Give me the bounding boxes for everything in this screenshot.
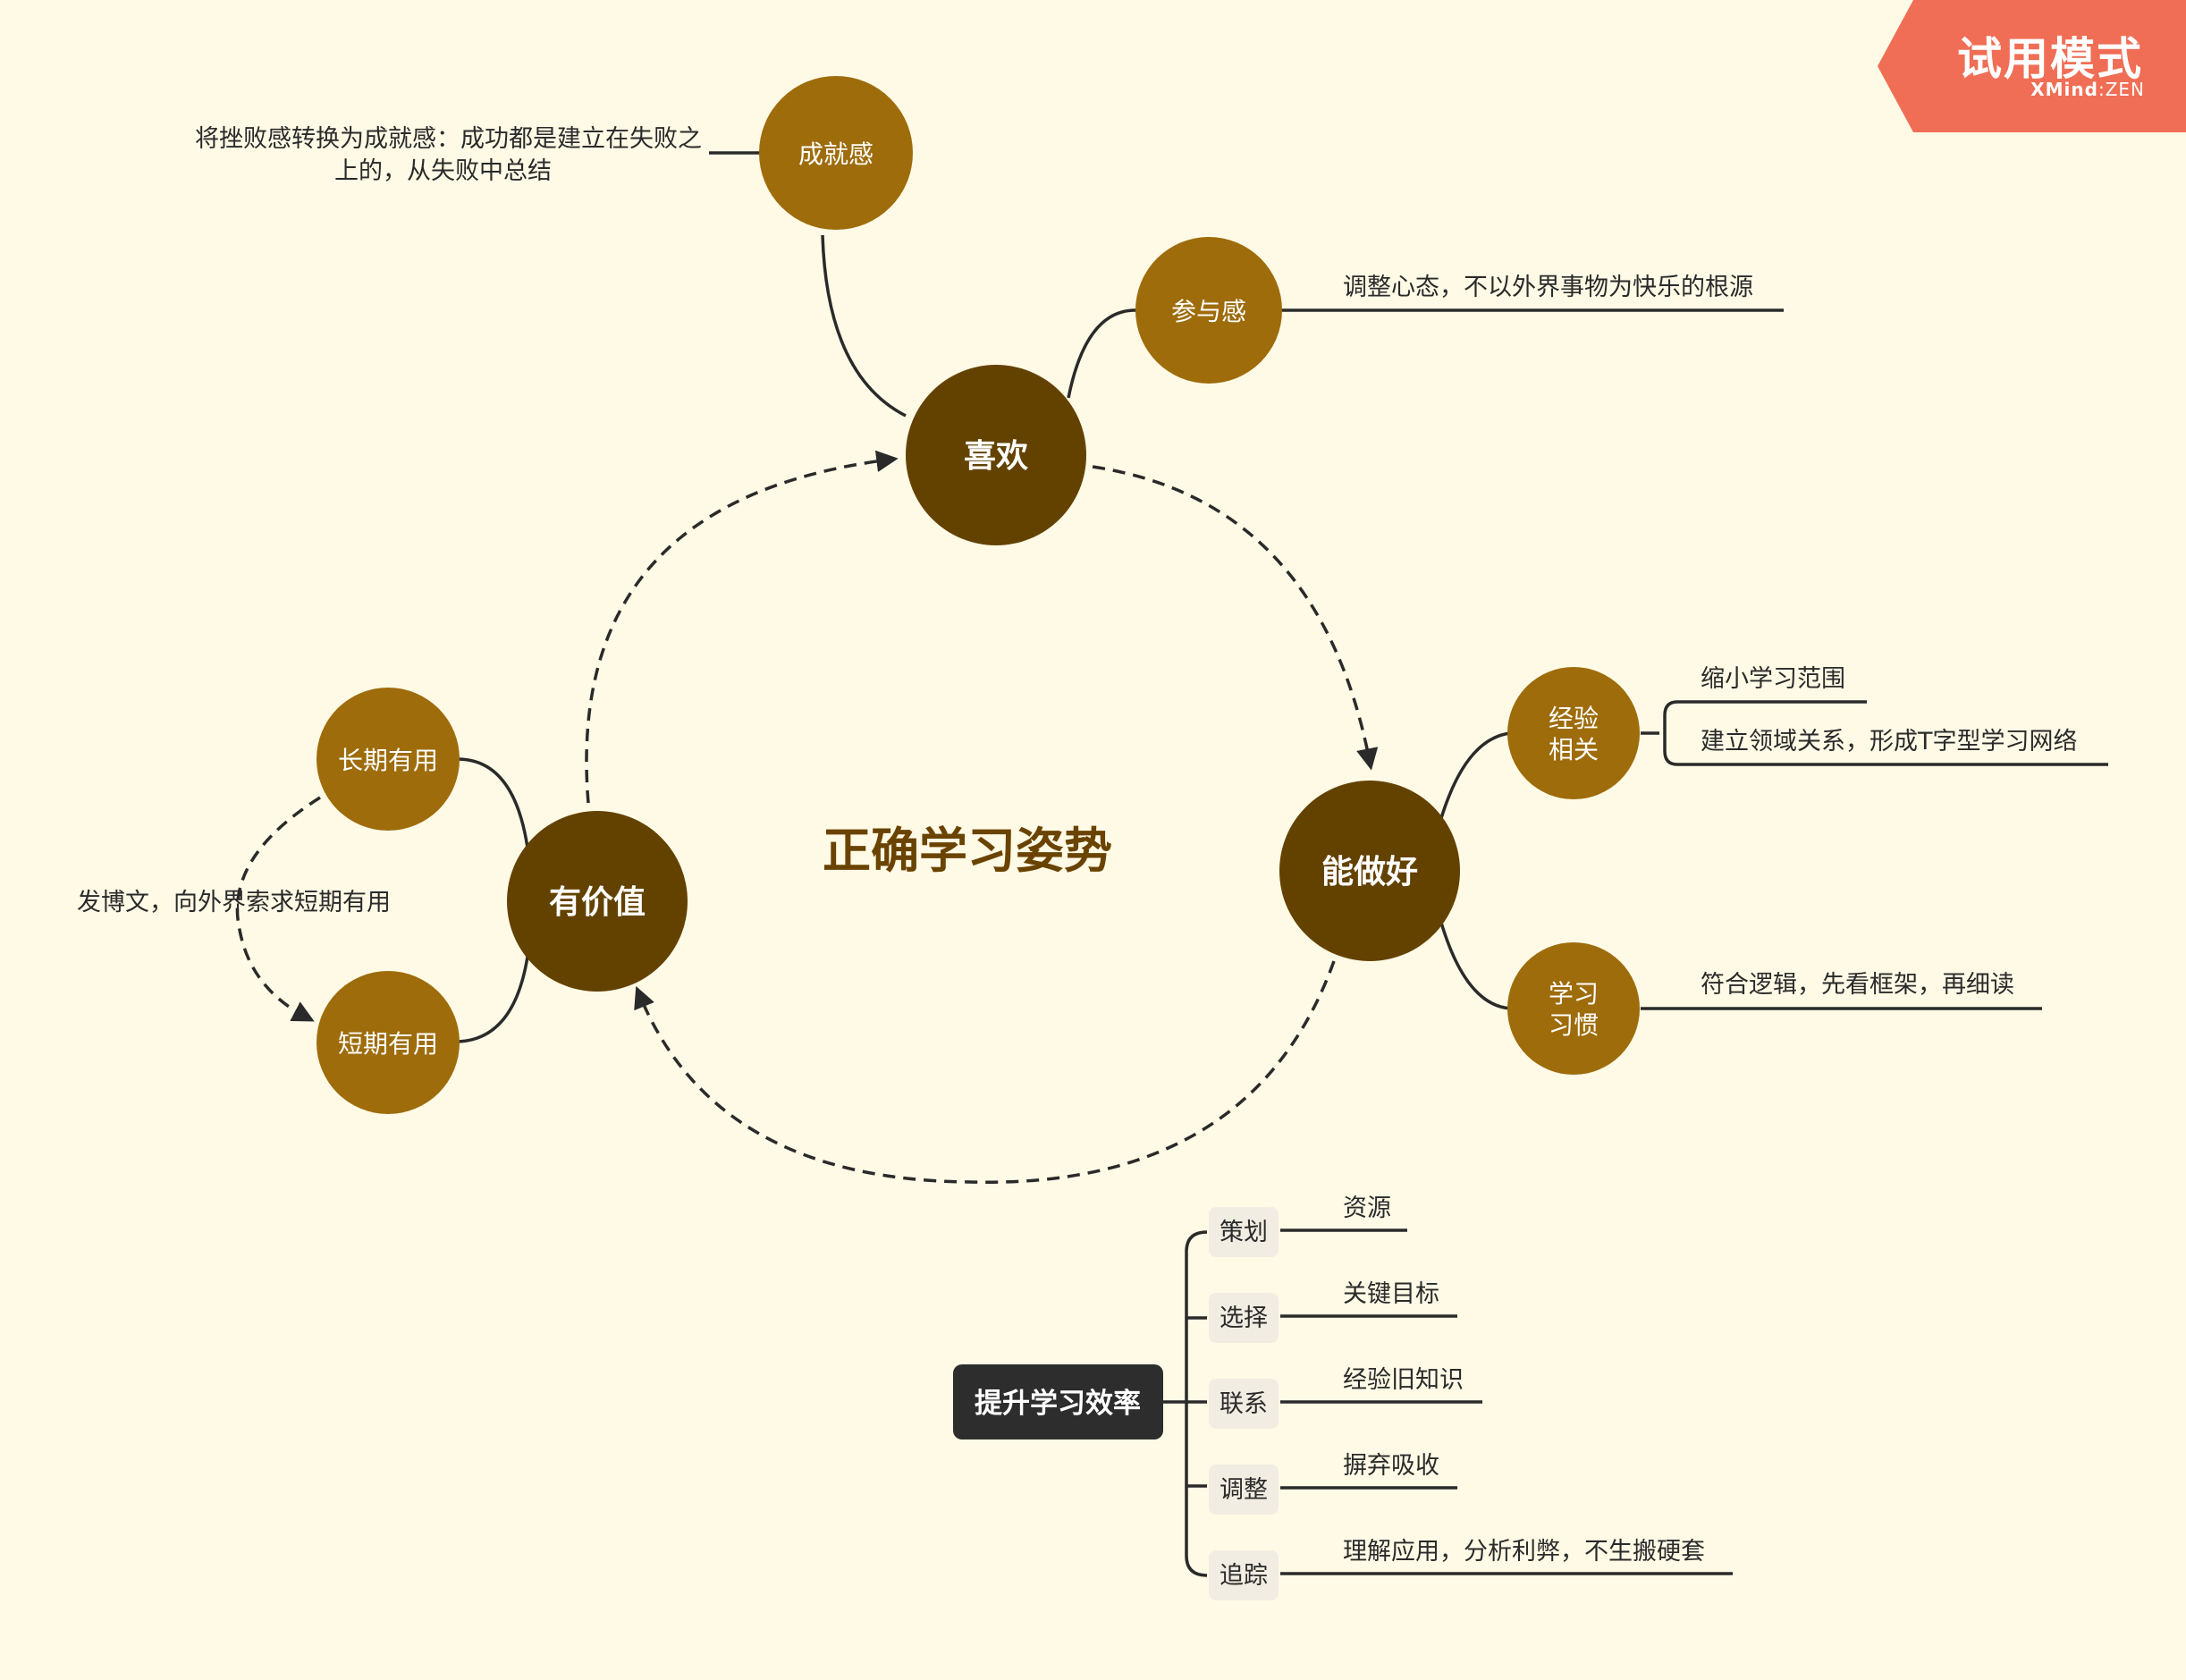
badge-shape <box>1878 0 2186 132</box>
node-duanqi-label: 短期有用 <box>338 1029 438 1059</box>
efficiency-item-4-note: 摒弃吸收 <box>1343 1452 1439 1480</box>
node-chengjiugan[interactable]: 成就感 <box>759 76 913 230</box>
node-jingyan[interactable]: 经验 相关 <box>1507 667 1640 799</box>
efficiency-item-3[interactable]: 联系 经验旧知识 <box>1209 1366 1464 1429</box>
node-xiguan-label-1: 学习 <box>1549 979 1599 1009</box>
connector-nengzuohao-xiguan <box>1439 922 1512 1010</box>
efficiency-item-5-note: 理解应用，分析利弊，不生搬硬套 <box>1343 1538 1705 1566</box>
node-jingyan-label-1: 经验 <box>1549 704 1599 733</box>
efficiency-item-1-note: 资源 <box>1343 1195 1391 1222</box>
cycle-arrow-nengzuohao-to-youjiazhi <box>634 960 1336 1184</box>
center-title[interactable]: 正确学习姿势 <box>823 823 1112 879</box>
badge-brand-line: XMind:ZEN <box>2030 79 2145 100</box>
note-xiguan[interactable]: 符合逻辑，先看框架，再细读 <box>1701 971 2014 999</box>
connector-efficiency-spine <box>1185 1230 1208 1577</box>
efficiency-item-4[interactable]: 调整 摒弃吸收 <box>1209 1452 1439 1515</box>
badge-brand: XMind <box>2030 79 2098 100</box>
note-canyugan[interactable]: 调整心态，不以外界事物为快乐的根源 <box>1343 274 1753 301</box>
node-xihuan[interactable]: 喜欢 <box>906 365 1086 545</box>
bracket-jingyan-notes <box>1641 700 1678 766</box>
note-chengjiugan-line-1[interactable]: 将挫败感转换为成就感：成功都是建立在失败之 <box>195 125 702 153</box>
connector-xihuan-chengjiugan <box>821 234 907 418</box>
badge-title: 试用模式 <box>1957 33 2143 85</box>
node-xiguan[interactable]: 学习 习惯 <box>1507 942 1640 1075</box>
efficiency-item-2[interactable]: 选择 关键目标 <box>1209 1280 1439 1343</box>
node-changqi[interactable]: 长期有用 <box>317 688 460 831</box>
trial-mode-badge[interactable]: 试用模式 XMind:ZEN <box>1878 0 2186 132</box>
node-xihuan-label: 喜欢 <box>964 438 1028 475</box>
efficiency-item-3-note: 经验旧知识 <box>1343 1366 1464 1394</box>
note-jingyan-2[interactable]: 建立领域关系，形成T字型学习网络 <box>1701 728 2078 756</box>
efficiency-item-1[interactable]: 策划 资源 <box>1209 1195 1391 1257</box>
connector-xihuan-canyugan <box>1067 308 1138 399</box>
note-chengjiugan-line-2[interactable]: 上的，从失败中总结 <box>334 157 552 185</box>
badge-separator: : <box>2097 79 2106 100</box>
efficiency-title: 提升学习效率 <box>975 1388 1141 1420</box>
node-nengzuohao[interactable]: 能做好 <box>1279 781 1460 961</box>
node-youjiazhi[interactable]: 有价值 <box>507 811 688 992</box>
efficiency-item-3-label: 联系 <box>1220 1390 1268 1418</box>
node-jingyan-label-2: 相关 <box>1549 735 1599 764</box>
efficiency-root[interactable]: 提升学习效率 <box>953 1364 1163 1439</box>
note-jingyan-1[interactable]: 缩小学习范围 <box>1701 665 1845 693</box>
efficiency-item-4-label: 调整 <box>1220 1476 1268 1504</box>
badge-edition: ZEN <box>2105 79 2145 100</box>
node-chengjiugan-label: 成就感 <box>798 139 874 169</box>
cycle-arrow-xihuan-to-nengzuohao <box>1092 465 1379 771</box>
connector-youjiazhi-duanqi <box>458 956 529 1043</box>
note-youjiazhi-link[interactable]: 发博文，向外界索求短期有用 <box>77 889 391 916</box>
node-canyugan[interactable]: 参与感 <box>1135 237 1282 384</box>
node-nengzuohao-label: 能做好 <box>1321 854 1418 891</box>
efficiency-item-2-note: 关键目标 <box>1343 1280 1439 1308</box>
connector-youjiazhi-changqi <box>458 757 529 848</box>
node-youjiazhi-label: 有价值 <box>549 884 646 921</box>
efficiency-item-1-label: 策划 <box>1220 1219 1268 1246</box>
node-changqi-label: 长期有用 <box>338 746 438 775</box>
efficiency-item-2-label: 选择 <box>1220 1304 1268 1332</box>
efficiency-item-5-label: 追踪 <box>1220 1562 1268 1590</box>
efficiency-item-5[interactable]: 追踪 理解应用，分析利弊，不生搬硬套 <box>1209 1538 1705 1600</box>
cycle-arrow-youjiazhi-to-xihuan <box>585 450 899 804</box>
node-duanqi[interactable]: 短期有用 <box>317 971 460 1114</box>
connector-nengzuohao-jingyan <box>1439 731 1512 819</box>
node-canyugan-label: 参与感 <box>1171 297 1246 326</box>
node-xiguan-label-2: 习惯 <box>1549 1010 1599 1040</box>
